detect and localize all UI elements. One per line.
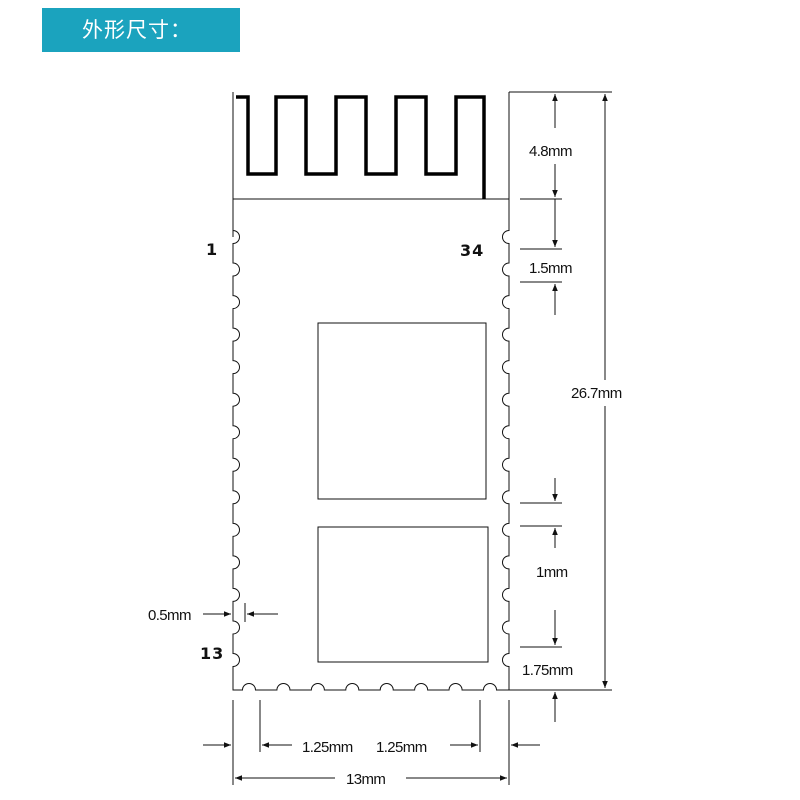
- dim-total-height: 26.7mm: [571, 385, 622, 402]
- dim-left-margin: 1.25mm: [302, 739, 353, 756]
- dim-pad-depth: 0.5mm: [148, 607, 191, 624]
- pin-1-label: 1: [206, 240, 218, 259]
- pin-13-label: 13: [200, 644, 224, 663]
- dim-total-width: 13mm: [346, 771, 385, 788]
- right-dimensions: [509, 91, 612, 722]
- section-title: 外形尺寸：: [42, 8, 240, 52]
- shield-can-top: [317, 322, 487, 500]
- bottom-dimensions: [203, 700, 540, 785]
- shield-can-bottom: [317, 526, 489, 663]
- pad-depth-dimension: [203, 603, 278, 622]
- pin-34-label: 34: [460, 241, 484, 260]
- dim-pin-pitch: 1.5mm: [529, 260, 572, 277]
- dim-pad-gap: 1mm: [536, 564, 568, 581]
- dim-antenna-height: 4.8mm: [529, 143, 572, 160]
- antenna-region: [232, 92, 509, 200]
- antenna-trace: [236, 95, 486, 199]
- dim-right-margin: 1.25mm: [376, 739, 427, 756]
- module-outline: [232, 92, 510, 691]
- dim-bottom-margin: 1.75mm: [522, 662, 573, 679]
